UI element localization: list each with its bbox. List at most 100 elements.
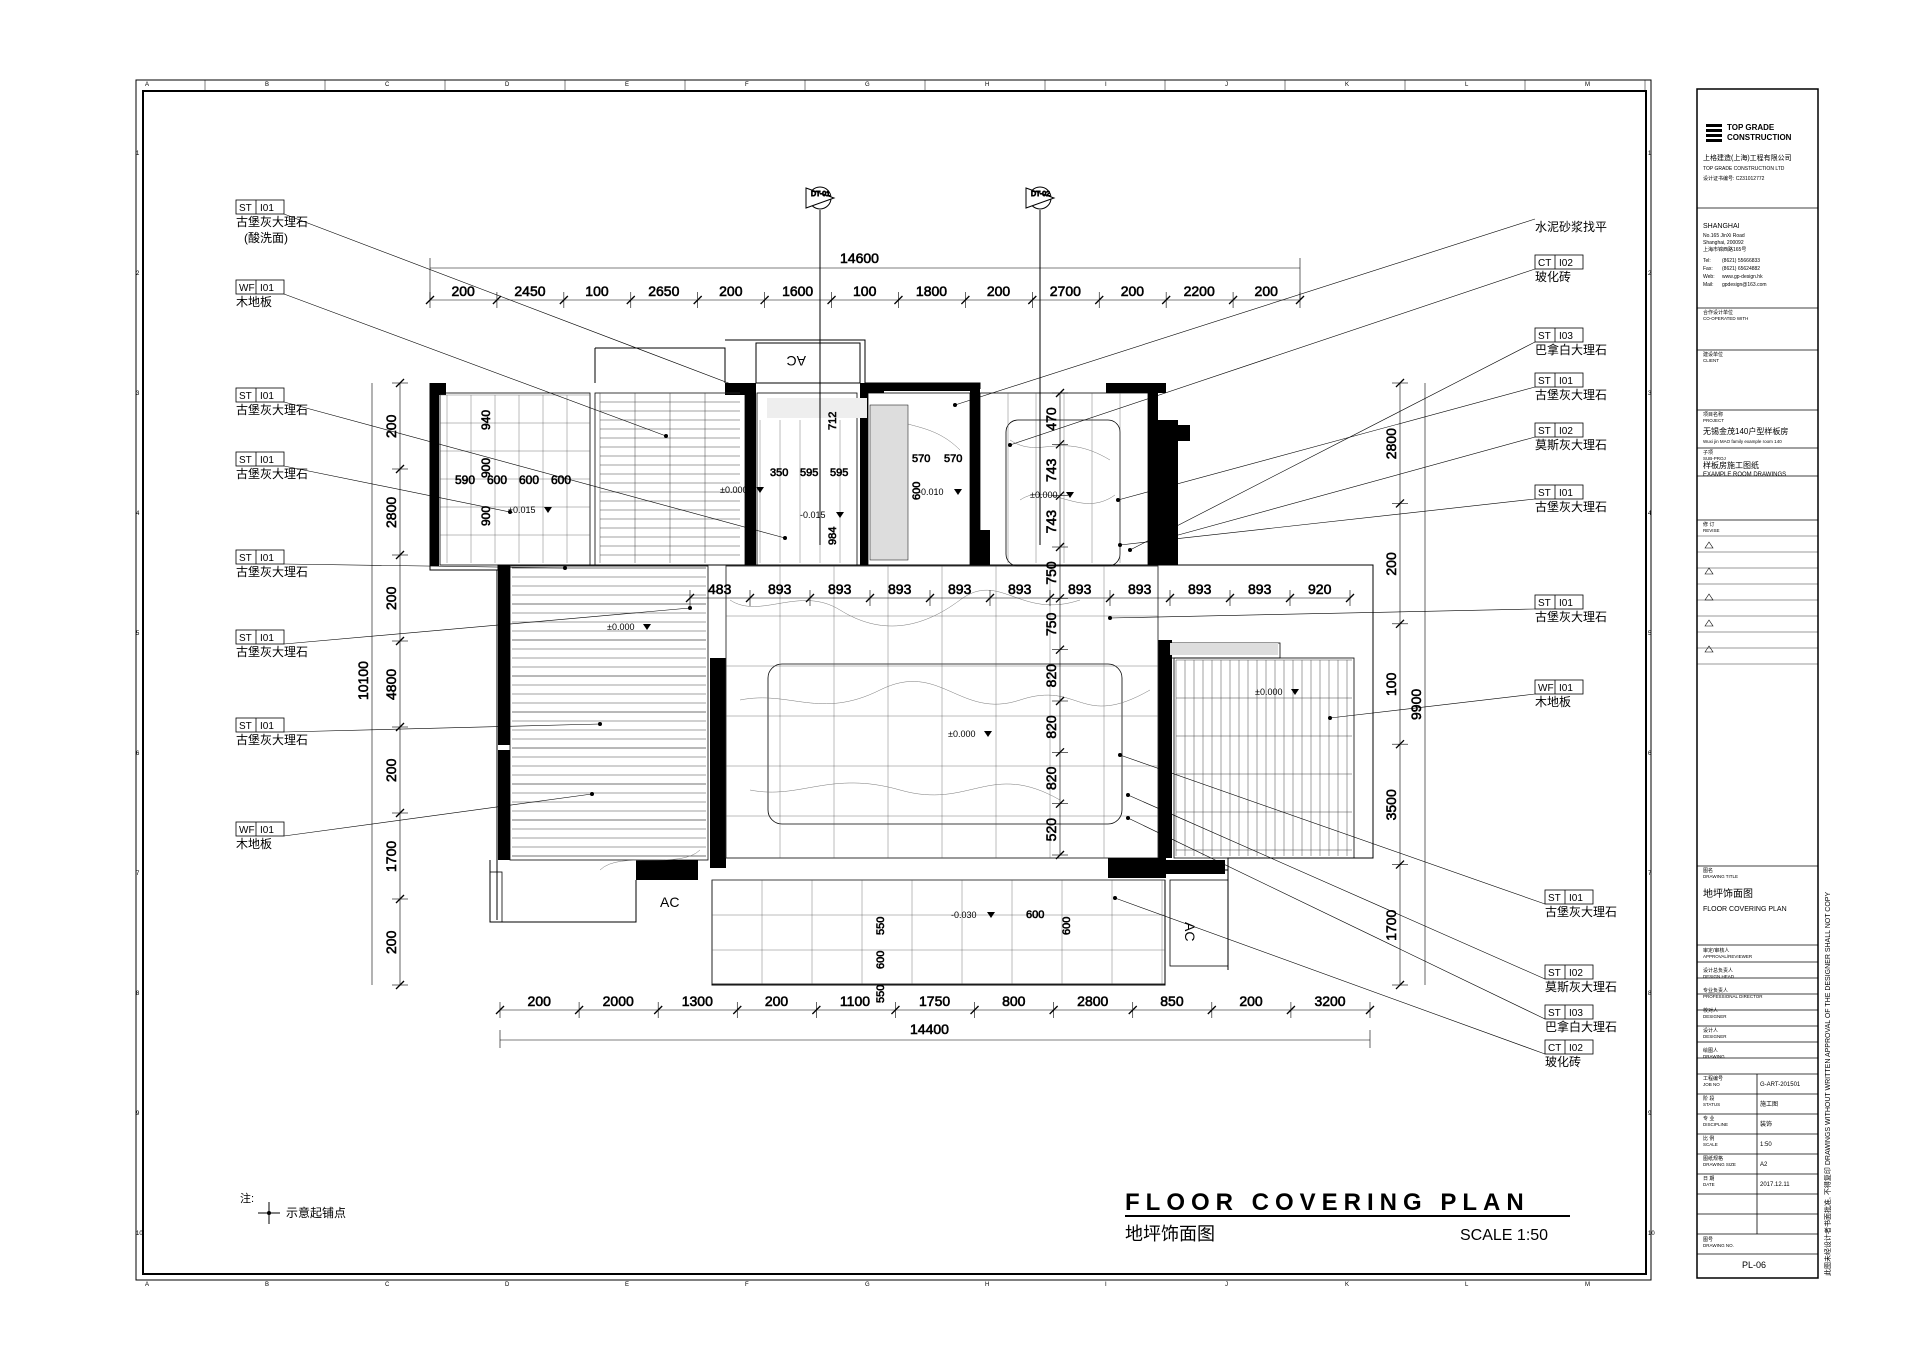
tag-code: ST [1548, 1008, 1561, 1019]
dimension-text: 200 [1121, 283, 1145, 299]
tag-material-name: 古堡灰大理石 [1535, 387, 1607, 402]
elevation-markers: ±0.000±0.015-0.015-0.010±0.000±0.000±0.0… [240, 353, 1570, 1244]
dimension-text: 893 [828, 581, 852, 597]
info-value: 施工图 [1760, 1100, 1778, 1108]
section-marker-label: DT-02 [1031, 191, 1050, 198]
tag-material-name: 木地板 [1535, 695, 1571, 709]
grid-row-label: 3 [1648, 391, 1652, 397]
contact-value: www.gp-design.hk [1722, 274, 1763, 280]
dimension-text: 100 [585, 283, 609, 299]
info-value: 装饰 [1760, 1120, 1772, 1128]
dimension-text: 2650 [648, 283, 679, 299]
info-label-en: DRAWING SIZE [1703, 1162, 1736, 1167]
role-label-en: DESIGN HEAD [1703, 974, 1735, 979]
grid-col-label: L [1465, 1282, 1469, 1288]
office-address: Shanghai, 200092 [1703, 240, 1744, 246]
grid-row-label: 4 [1648, 511, 1652, 517]
info-label-cn: 图纸规格 [1703, 1155, 1723, 1162]
grid-col-label: E [625, 1282, 629, 1288]
tag-number: I02 [1559, 426, 1573, 437]
tag-number: I01 [1569, 893, 1583, 904]
role-label-cn: 专业负责人 [1703, 987, 1728, 994]
tag-number: I01 [260, 455, 274, 466]
tag-material-name: 巴拿白大理石 [1545, 1019, 1617, 1034]
dimension-text: 3500 [1383, 789, 1399, 820]
grid-row-label: 1 [136, 151, 140, 157]
dimension-text: 600 [875, 951, 887, 969]
dimension-text: 200 [451, 283, 475, 299]
company-name-cn: 上格建造(上海)工程有限公司 [1703, 153, 1792, 162]
dimension-text: 2000 [603, 993, 634, 1009]
grid-col-label: D [505, 1282, 510, 1288]
grid-row-label: 7 [136, 871, 140, 877]
dimension-text: 1100 [840, 993, 870, 1009]
grid-row-label: 6 [136, 751, 140, 757]
drawing-title-value: 地坪饰面图 [1703, 887, 1753, 900]
dimension-text: 920 [1308, 581, 1332, 597]
dimension-text: 900 [479, 506, 493, 526]
grid-row-label: 2 [136, 271, 140, 277]
dimension-text: 893 [768, 581, 792, 597]
tag-material-name: 古堡灰大理石 [1535, 499, 1607, 514]
grid-row-label: 4 [136, 511, 140, 517]
dimension-text: 200 [987, 283, 1011, 299]
dimension-text: 893 [1068, 581, 1092, 597]
dimension-total: 9900 [1408, 689, 1424, 720]
dimension-text: 200 [383, 414, 399, 438]
grid-row-label: 1 [1648, 151, 1652, 157]
info-label-en: DISCIPLINE [1703, 1122, 1728, 1127]
grid-col-label: C [385, 1282, 390, 1288]
note-text: 示意起铺点 [286, 1205, 346, 1220]
dimension-text: 595 [800, 467, 818, 479]
tag-code: ST [1538, 488, 1551, 499]
elevation-text: -0.015 [800, 510, 826, 520]
tag-number: I02 [1559, 258, 1573, 269]
dimension-text: 570 [912, 453, 930, 465]
office-address: No.165 JinXi Road [1703, 233, 1745, 239]
grid-col-label: J [1225, 82, 1228, 88]
grid-row-label: 8 [136, 991, 140, 997]
grid-col-label: M [1585, 82, 1590, 88]
tag-code: ST [1538, 426, 1551, 437]
grid-row-label: 9 [1648, 1111, 1652, 1117]
dimension-text: 2200 [1184, 283, 1215, 299]
dimension-total: 10100 [355, 661, 371, 700]
dimension-text: 2450 [514, 283, 545, 299]
tag-material-name: 古堡灰大理石 [1535, 609, 1607, 624]
role-label-cn: 校对人 [1703, 1007, 1718, 1014]
grid-col-label: G [865, 1282, 870, 1288]
subproject-name: 样板房施工图纸 [1703, 460, 1759, 470]
info-value: A2 [1760, 1162, 1768, 1168]
dimension-text: 850 [1160, 993, 1184, 1009]
dimension-text: 200 [528, 993, 552, 1009]
elevation-text: ±0.015 [508, 505, 535, 515]
contact-value: gpdesign@163.com [1722, 282, 1767, 288]
drawing-title-value-en: FLOOR COVERING PLAN [1703, 906, 1787, 913]
elevation-text: ±0.000 [1255, 687, 1282, 697]
tag-code: ST [239, 721, 252, 732]
grid-col-label: B [265, 1282, 269, 1288]
tag-code: ST [239, 553, 252, 564]
tag-number: I03 [1559, 331, 1573, 342]
grid-row-label: 8 [1648, 991, 1652, 997]
tag-code: WF [239, 825, 255, 836]
drawing-title-en: FLOOR COVERING PLAN [1125, 1189, 1530, 1216]
role-label-cn: 审定/审核人 [1703, 947, 1729, 954]
role-label-en: APPROVAL/REVIEWER [1703, 954, 1753, 959]
cooperated-label-en: CO-OPERATED WITH [1703, 316, 1748, 321]
grid-row-label: 3 [136, 391, 140, 397]
tag-number: I01 [1559, 598, 1573, 609]
dimension-text: 350 [770, 467, 788, 479]
info-label-cn: 阶 段 [1703, 1095, 1714, 1102]
grid-col-label: B [265, 82, 269, 88]
